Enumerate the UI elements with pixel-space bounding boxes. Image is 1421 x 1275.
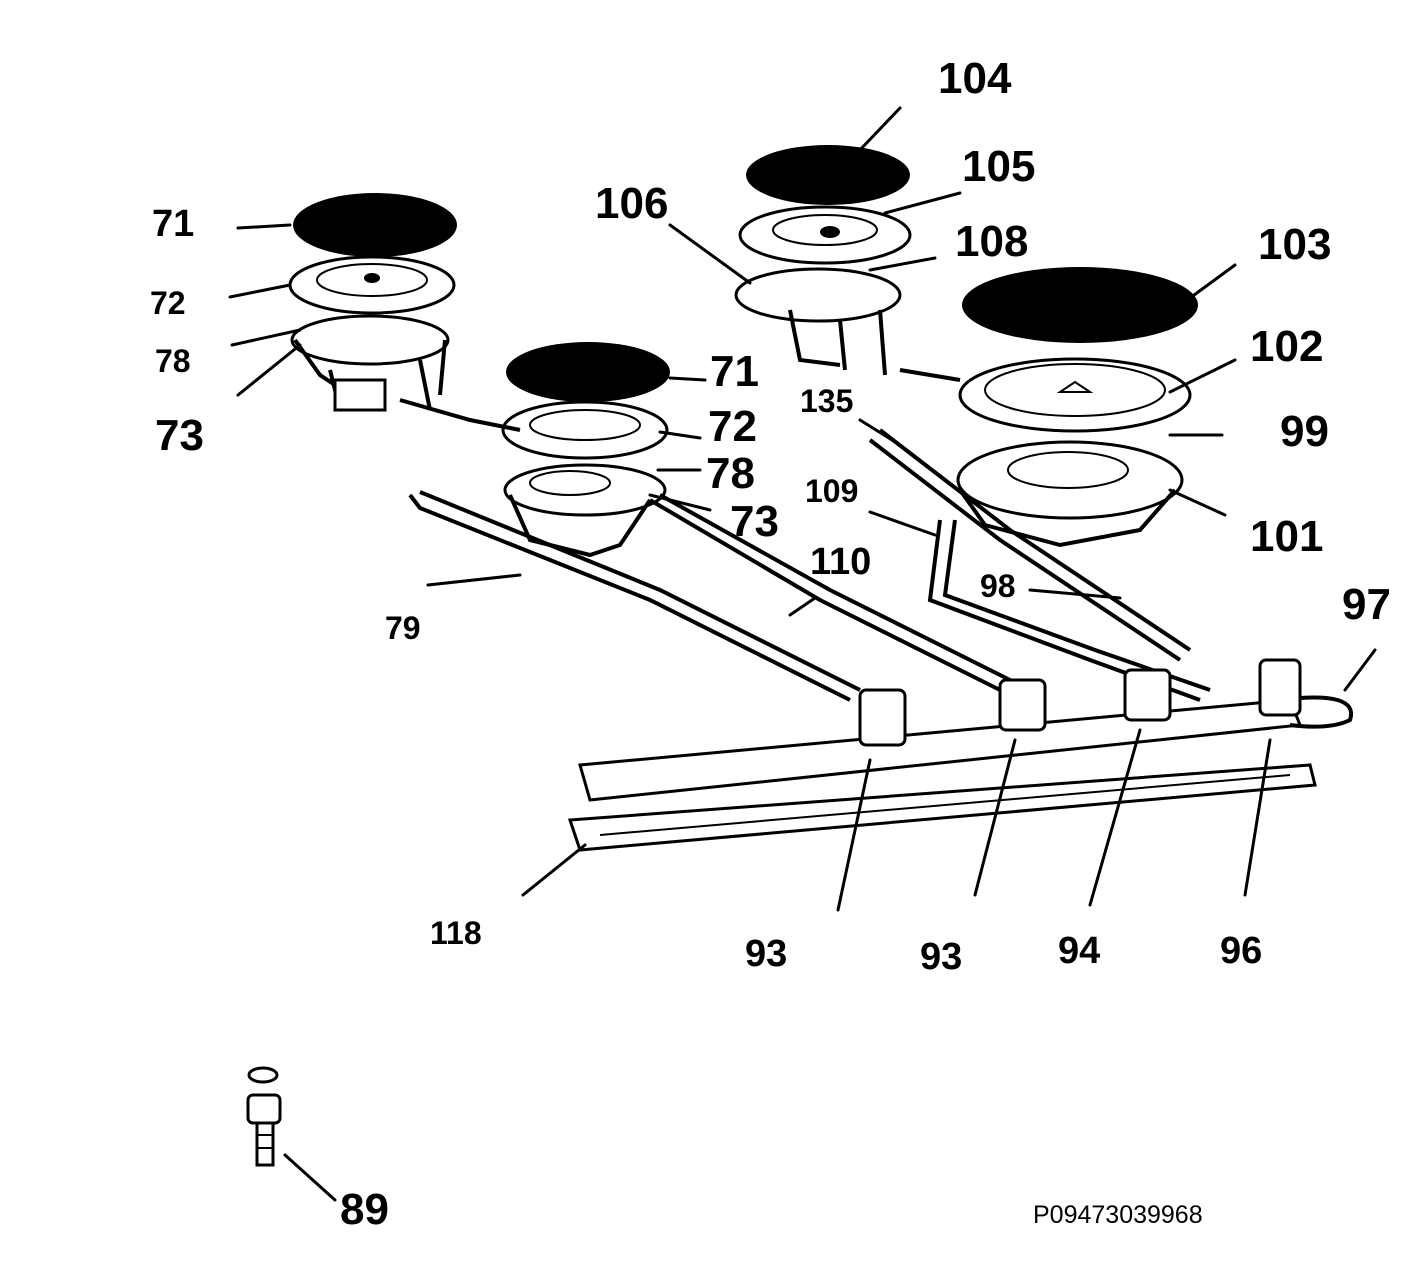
label-135: 135 xyxy=(800,383,854,419)
label-79: 79 xyxy=(385,610,421,646)
label-101: 101 xyxy=(1250,512,1324,561)
label-118: 118 xyxy=(430,915,482,951)
label-78-center: 78 xyxy=(706,449,755,498)
label-106: 106 xyxy=(595,179,669,228)
burner-center-left xyxy=(501,342,670,558)
burner-left xyxy=(288,193,457,412)
label-93-first: 93 xyxy=(745,933,788,975)
label-71-left: 71 xyxy=(152,203,195,245)
part-89-injector xyxy=(246,1066,282,1167)
label-99: 99 xyxy=(1280,407,1329,456)
label-71-center: 71 xyxy=(710,347,759,396)
burner-top-center xyxy=(734,145,912,376)
label-89: 89 xyxy=(340,1185,389,1234)
label-96: 96 xyxy=(1220,930,1263,972)
valves xyxy=(858,658,1302,747)
label-78-left: 78 xyxy=(155,343,191,379)
label-109: 109 xyxy=(805,473,859,509)
label-72-center: 72 xyxy=(708,402,757,451)
label-102: 102 xyxy=(1250,322,1324,371)
label-108: 108 xyxy=(955,217,1029,266)
part-code: P09473039968 xyxy=(1033,1201,1203,1229)
label-73-left: 73 xyxy=(155,411,204,460)
label-104: 104 xyxy=(938,54,1012,103)
manifold xyxy=(567,695,1354,852)
label-73-center: 73 xyxy=(730,497,779,546)
label-98: 98 xyxy=(980,568,1016,604)
label-94: 94 xyxy=(1058,930,1101,972)
label-72-left: 72 xyxy=(150,285,186,321)
label-105: 105 xyxy=(962,142,1036,191)
leader-lines xyxy=(228,106,1377,1202)
label-97: 97 xyxy=(1342,580,1391,629)
label-110: 110 xyxy=(810,541,872,583)
label-93-second: 93 xyxy=(920,936,963,978)
label-103: 103 xyxy=(1258,220,1332,269)
burner-right-large xyxy=(956,267,1198,548)
